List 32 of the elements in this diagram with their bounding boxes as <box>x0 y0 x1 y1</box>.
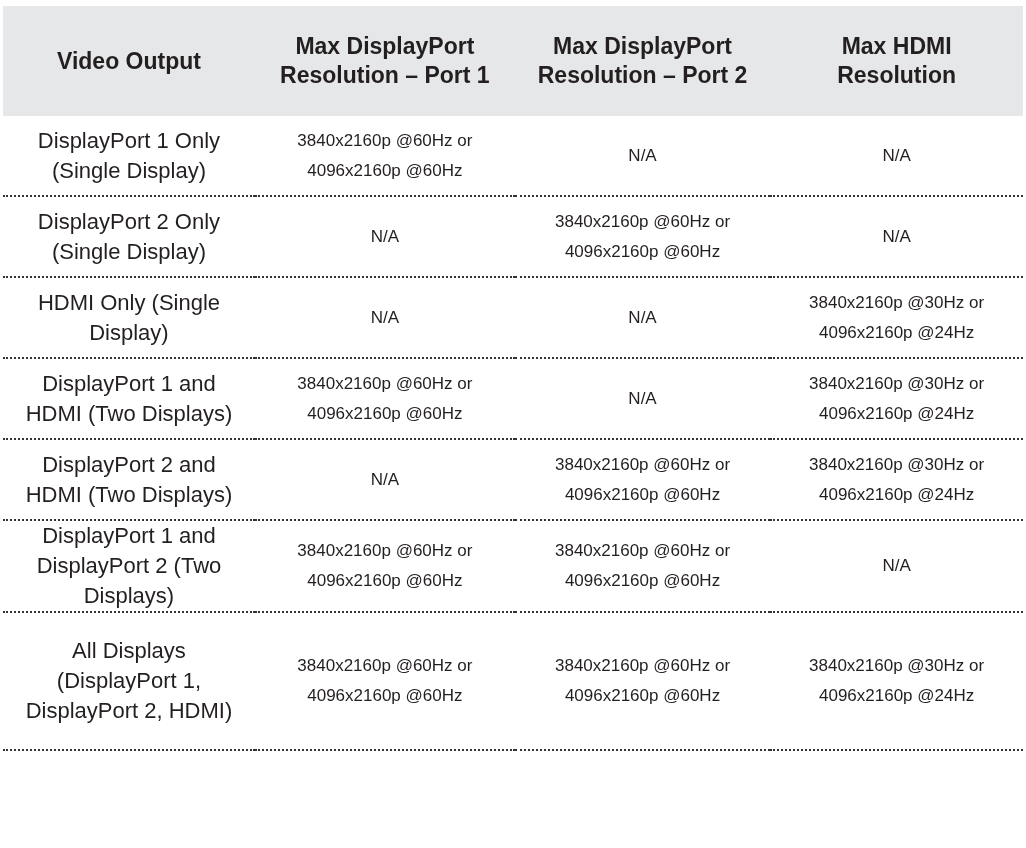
row-label: All Displays (DisplayPort 1, DisplayPort 2, HDMI) <box>24 637 234 725</box>
resolution-value: 3840x2160p @60Hz or 4096x2160p @60Hz <box>553 655 732 707</box>
row-label: DisplayPort 2 Only (Single Display) <box>36 207 222 266</box>
row-label: DisplayPort 2 and HDMI (Two Displays) <box>24 450 234 509</box>
resolution-value: N/A <box>628 144 657 167</box>
resolution-value: 3840x2160p @30Hz or 4096x2160p @24Hz <box>808 372 986 425</box>
resolution-value: 3840x2160p @60Hz or 4096x2160p @60Hz <box>553 210 732 263</box>
column-header: Max DisplayPort Resolution – Port 2 <box>536 32 749 90</box>
row-label: DisplayPort 1 Only (Single Display) <box>36 126 222 185</box>
column-header: Max HDMI Resolution <box>836 32 958 90</box>
resolution-value: 3840x2160p @60Hz or 4096x2160p @60Hz <box>553 540 732 592</box>
resolution-value: 3840x2160p @60Hz or 4096x2160p @60Hz <box>296 655 474 707</box>
column-header: Video Output <box>57 46 201 76</box>
row-label: DisplayPort 1 and HDMI (Two Displays) <box>24 369 234 428</box>
resolution-value: 3840x2160p @60Hz or 4096x2160p @60Hz <box>296 129 474 182</box>
resolution-value: N/A <box>370 468 400 491</box>
resolution-value: N/A <box>882 555 911 577</box>
column-header: Max DisplayPort Resolution – Port 1 <box>279 32 491 90</box>
resolution-value: N/A <box>882 144 911 167</box>
row-label: DisplayPort 1 and DisplayPort 2 (Two Displays) <box>35 522 223 610</box>
row-label: HDMI Only (Single Display) <box>36 288 222 347</box>
resolution-value: 3840x2160p @60Hz or 4096x2160p @60Hz <box>296 372 474 425</box>
resolution-value: 3840x2160p @60Hz or 4096x2160p @60Hz <box>296 540 474 592</box>
resolution-value: N/A <box>628 306 657 329</box>
resolution-value: 3840x2160p @60Hz or 4096x2160p @60Hz <box>553 453 732 506</box>
resolution-value: 3840x2160p @30Hz or 4096x2160p @24Hz <box>808 655 986 707</box>
resolution-value: 3840x2160p @30Hz or 4096x2160p @24Hz <box>808 291 986 344</box>
resolution-value: N/A <box>882 225 911 248</box>
resolution-value: N/A <box>370 306 400 329</box>
resolution-value: N/A <box>628 387 657 410</box>
resolution-value: N/A <box>370 225 400 248</box>
resolution-value: 3840x2160p @30Hz or 4096x2160p @24Hz <box>808 453 986 506</box>
